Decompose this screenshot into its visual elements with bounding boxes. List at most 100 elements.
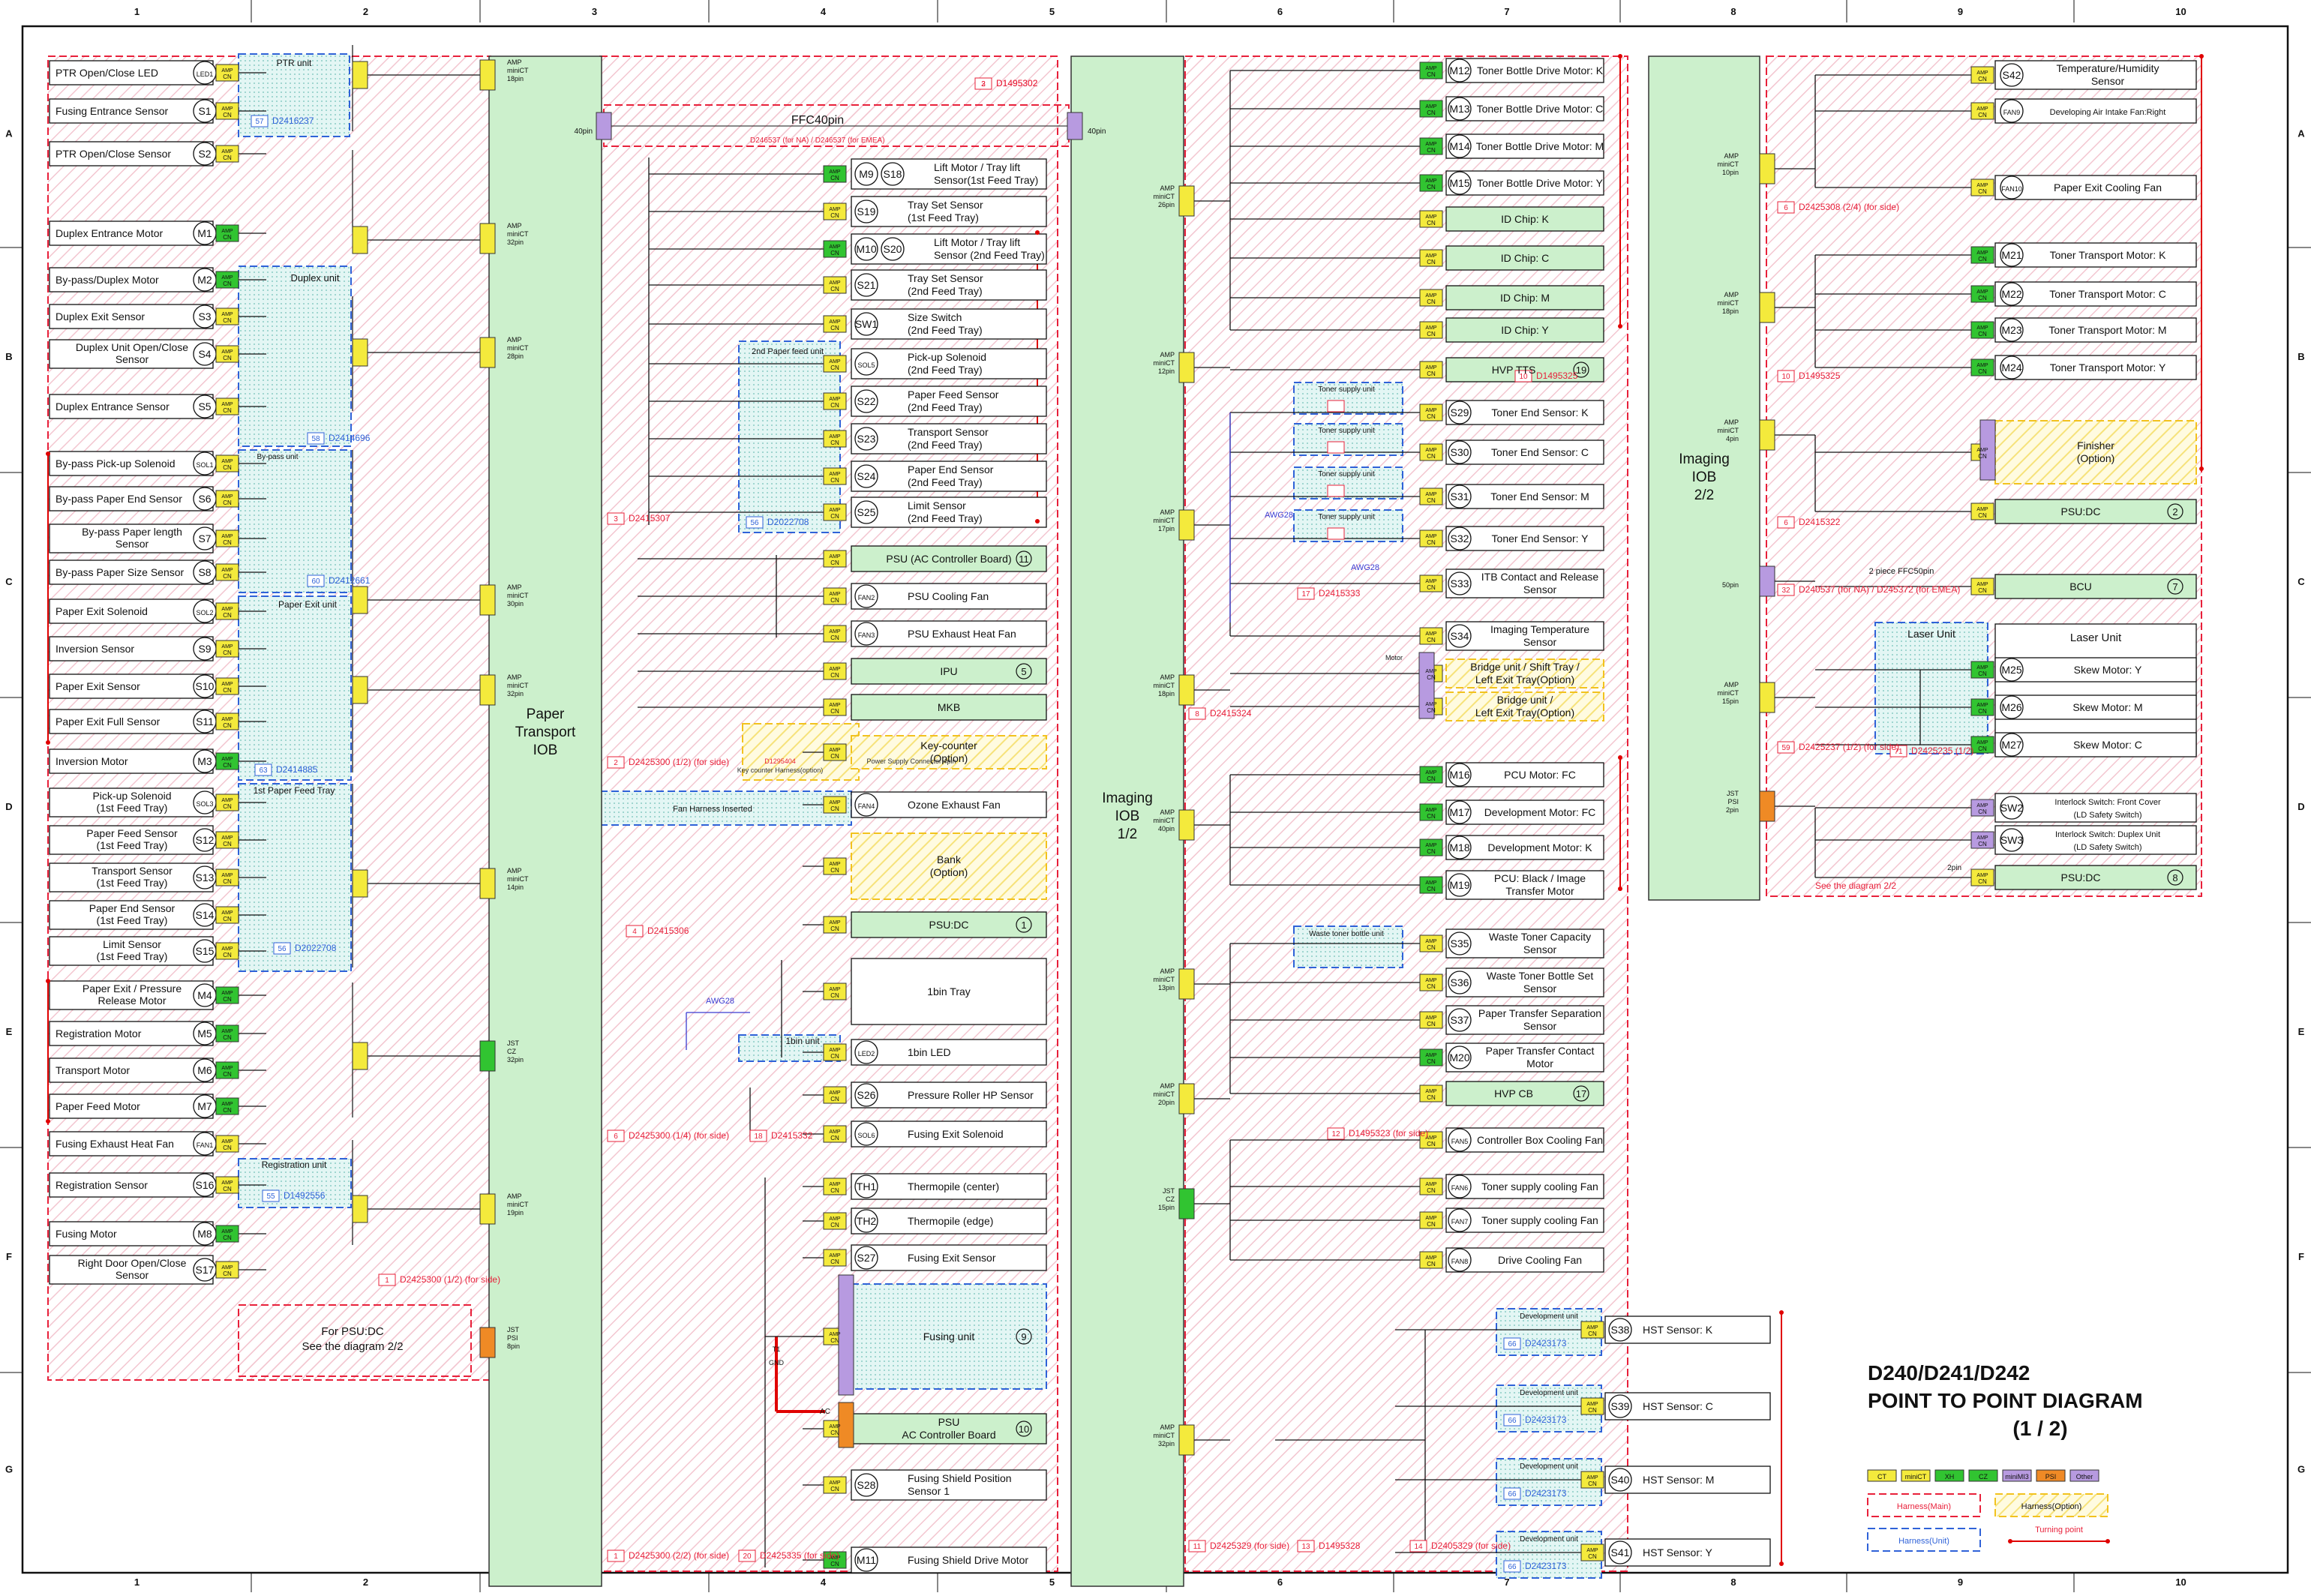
component-name: Duplex Unit Open/Close (76, 341, 188, 353)
component-symbol (1448, 58, 1472, 82)
connector (823, 202, 847, 220)
component-name: Duplex Entrance Sensor (56, 400, 170, 412)
component-symbol (881, 237, 905, 261)
legend-harness-option-label: Harness(Option) (2021, 1502, 2082, 1511)
imaging2-conn-type: AMP (1724, 681, 1739, 688)
component-symbol-label: M25 (2001, 664, 2021, 676)
component-name: Sensor (2091, 75, 2125, 87)
connector (823, 662, 847, 680)
ffc50-label: 2 piece FFC50pin (1869, 567, 1934, 576)
ref-number: 6 (1784, 519, 1788, 527)
connector-type: AMP (829, 592, 841, 597)
ref-drawing-number: D2425300 (1/2) (for side) (629, 757, 729, 767)
connector (1419, 766, 1443, 784)
connector (215, 677, 239, 695)
component-box (49, 1094, 214, 1119)
iob-conn-pins: 19pin (507, 1209, 524, 1216)
connector-vertical (352, 61, 368, 89)
component-box (49, 394, 214, 419)
grid-col-label: 7 (1504, 6, 1509, 17)
connector-vertical (479, 59, 496, 91)
component-name: Sensor (1523, 982, 1557, 994)
connector-type: AMP (221, 350, 233, 355)
component-symbol-label: S17 (196, 1264, 215, 1276)
grid-row-label: D (5, 801, 12, 812)
connector-vertical (1759, 566, 1775, 597)
circled-number-label: 8 (2172, 872, 2177, 884)
component-box (1445, 870, 1604, 900)
connector-type: AMP (221, 68, 233, 74)
iob-conn-pins: 18pin (507, 75, 524, 82)
component-name: Pressure Roller HP Sensor (908, 1089, 1034, 1101)
component-name: Pick-up Solenoid (92, 790, 171, 802)
component-symbol-label: S25 (857, 506, 876, 518)
component-symbol-label: FAN4 (858, 802, 875, 810)
connector (215, 986, 239, 1004)
circled-number-label: 7 (2172, 581, 2177, 592)
connector (1419, 100, 1443, 118)
unit-label: Registration unit (262, 1160, 327, 1170)
component-symbol (2000, 243, 2024, 267)
connector (1419, 174, 1443, 192)
component-box (1994, 355, 2197, 380)
connector-cn: CN (223, 1107, 232, 1114)
psu-dc-note (238, 1304, 472, 1377)
ref-number: 18 (754, 1132, 763, 1141)
connector (215, 794, 239, 812)
connector-type: AMP (829, 207, 841, 212)
circled-number (1016, 1420, 1032, 1437)
connector-type: AMP (221, 229, 233, 234)
component-name: ITB Contact and Release (1481, 571, 1599, 583)
ref-number-box (749, 1130, 767, 1142)
circled-number-label: 2 (2172, 506, 2177, 518)
connector-cn: CN (1427, 184, 1436, 190)
connector-cn: CN (1427, 584, 1436, 591)
component-name: Limit Sensor (908, 500, 966, 512)
component-symbol (1448, 873, 1472, 897)
component-name: Paper Transfer Separation (1478, 1007, 1601, 1019)
component-name: (2nd Feed Tray) (908, 439, 983, 451)
component-name: 1bin Tray (927, 986, 971, 998)
grid-col-label: 8 (1730, 1576, 1736, 1588)
component-symbol-label: S24 (857, 470, 876, 482)
connector-cn: CN (1427, 983, 1436, 990)
grid-col-label: 5 (1049, 6, 1055, 17)
component-symbol (1448, 1248, 1472, 1272)
unit-ref-box (1503, 1337, 1521, 1350)
toner-supply-unit (1293, 509, 1403, 542)
component-symbol (1448, 1046, 1472, 1070)
component-name: Sensor (1523, 584, 1557, 596)
connector-vertical (479, 223, 496, 254)
circled-number-label: 17 (1576, 1088, 1586, 1100)
component-name: Paper Exit Cooling Fan (2054, 182, 2162, 194)
connector (215, 64, 239, 82)
connector-cn: CN (223, 1034, 232, 1041)
component-name: Duplex Entrance Motor (56, 227, 164, 239)
legend-swatch-label: CZ (1979, 1473, 1988, 1480)
component-symbol-label: S34 (1451, 630, 1469, 642)
connector-cn: CN (830, 1561, 839, 1568)
connector-cn: CN (1978, 256, 1987, 262)
turning-point (46, 979, 50, 983)
component-name: Toner Transport Motor: C (2049, 288, 2166, 300)
ref-number: 10 (1519, 373, 1528, 381)
component-symbol-label: M9 (859, 168, 874, 180)
ref-drawing-number: D2425300 (1/4) (for side) (629, 1130, 729, 1141)
component-box (1445, 400, 1604, 425)
laser-unit-harness-label: Laser Unit (1907, 628, 1955, 640)
imaging-iob-1 (1070, 56, 1184, 1587)
connector-cn: CN (1978, 331, 1987, 338)
component-symbol-label: SOL6 (857, 1132, 875, 1139)
component-name: Fusing Shield Drive Motor (908, 1554, 1028, 1566)
grid-row-label: D (2297, 801, 2304, 812)
component-name: Fusing Exit Solenoid (908, 1128, 1004, 1140)
connector-type: AMP (829, 987, 841, 992)
iob-conn-type: AMP (507, 58, 522, 66)
imaging-conn-sub: miniCT (1154, 517, 1175, 524)
connector-cn: CN (223, 1270, 232, 1277)
hst-box (1604, 1466, 1771, 1494)
unit-ref-box (262, 1190, 280, 1202)
connector-type: AMP (221, 568, 233, 573)
component-box (1994, 657, 2197, 682)
component-symbol-label: SW3 (2000, 834, 2024, 846)
